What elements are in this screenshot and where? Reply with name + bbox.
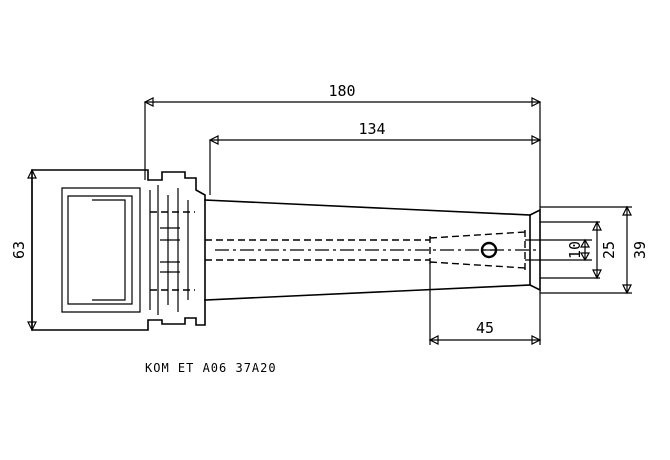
dim-label-10: 10 — [566, 241, 584, 259]
taper-body — [204, 199, 541, 301]
dimension-180: 180 — [143, 82, 542, 210]
dim-label-134: 134 — [358, 120, 385, 138]
dim-label-45: 45 — [476, 319, 494, 337]
tool-holder-shank — [31, 169, 206, 331]
dim-label-63: 63 — [10, 241, 28, 259]
dim-label-39: 39 — [631, 241, 649, 259]
dim-label-25: 25 — [600, 241, 618, 259]
dimension-134: 134 — [208, 120, 542, 195]
part-number-caption: KOM ET A06 37A20 — [145, 361, 277, 375]
dimension-25: 25 — [540, 220, 618, 280]
dimension-39: 39 — [540, 205, 649, 295]
dimension-63: 63 — [10, 168, 37, 332]
dim-label-180: 180 — [328, 82, 355, 100]
dimension-45: 45 — [428, 264, 542, 345]
dimension-10: 10 — [525, 238, 592, 262]
